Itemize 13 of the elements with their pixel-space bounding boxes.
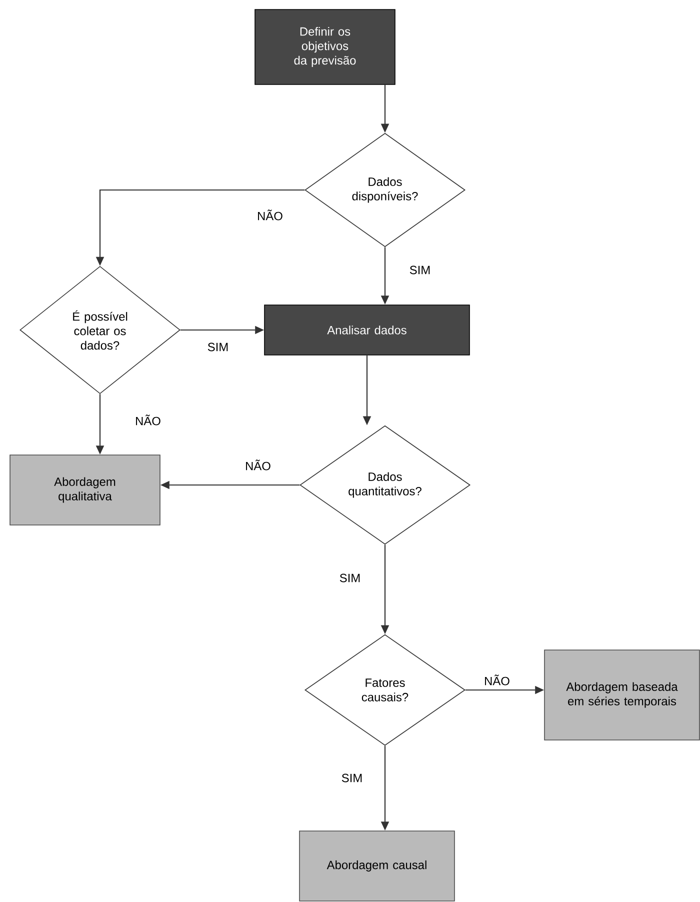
edge-label: SIM [338, 572, 362, 584]
edge-label: NÃO [134, 413, 162, 427]
result-box: Abordagem causal [299, 830, 455, 902]
process-box: Analisar dados [264, 304, 470, 356]
edge-label: NÃO [482, 673, 512, 687]
edge-label: SIM [206, 341, 230, 353]
edge-label: SIM [340, 772, 364, 784]
edge-label: SIM [408, 264, 432, 276]
edge-label: NÃO [244, 458, 272, 472]
edge-label: NÃO [256, 208, 284, 222]
result-box: Abordagem qualitativa [10, 454, 160, 526]
process-box: Definir os objetivos da previsão [254, 9, 396, 85]
result-box: Abordagem baseada em séries temporais [544, 650, 700, 740]
